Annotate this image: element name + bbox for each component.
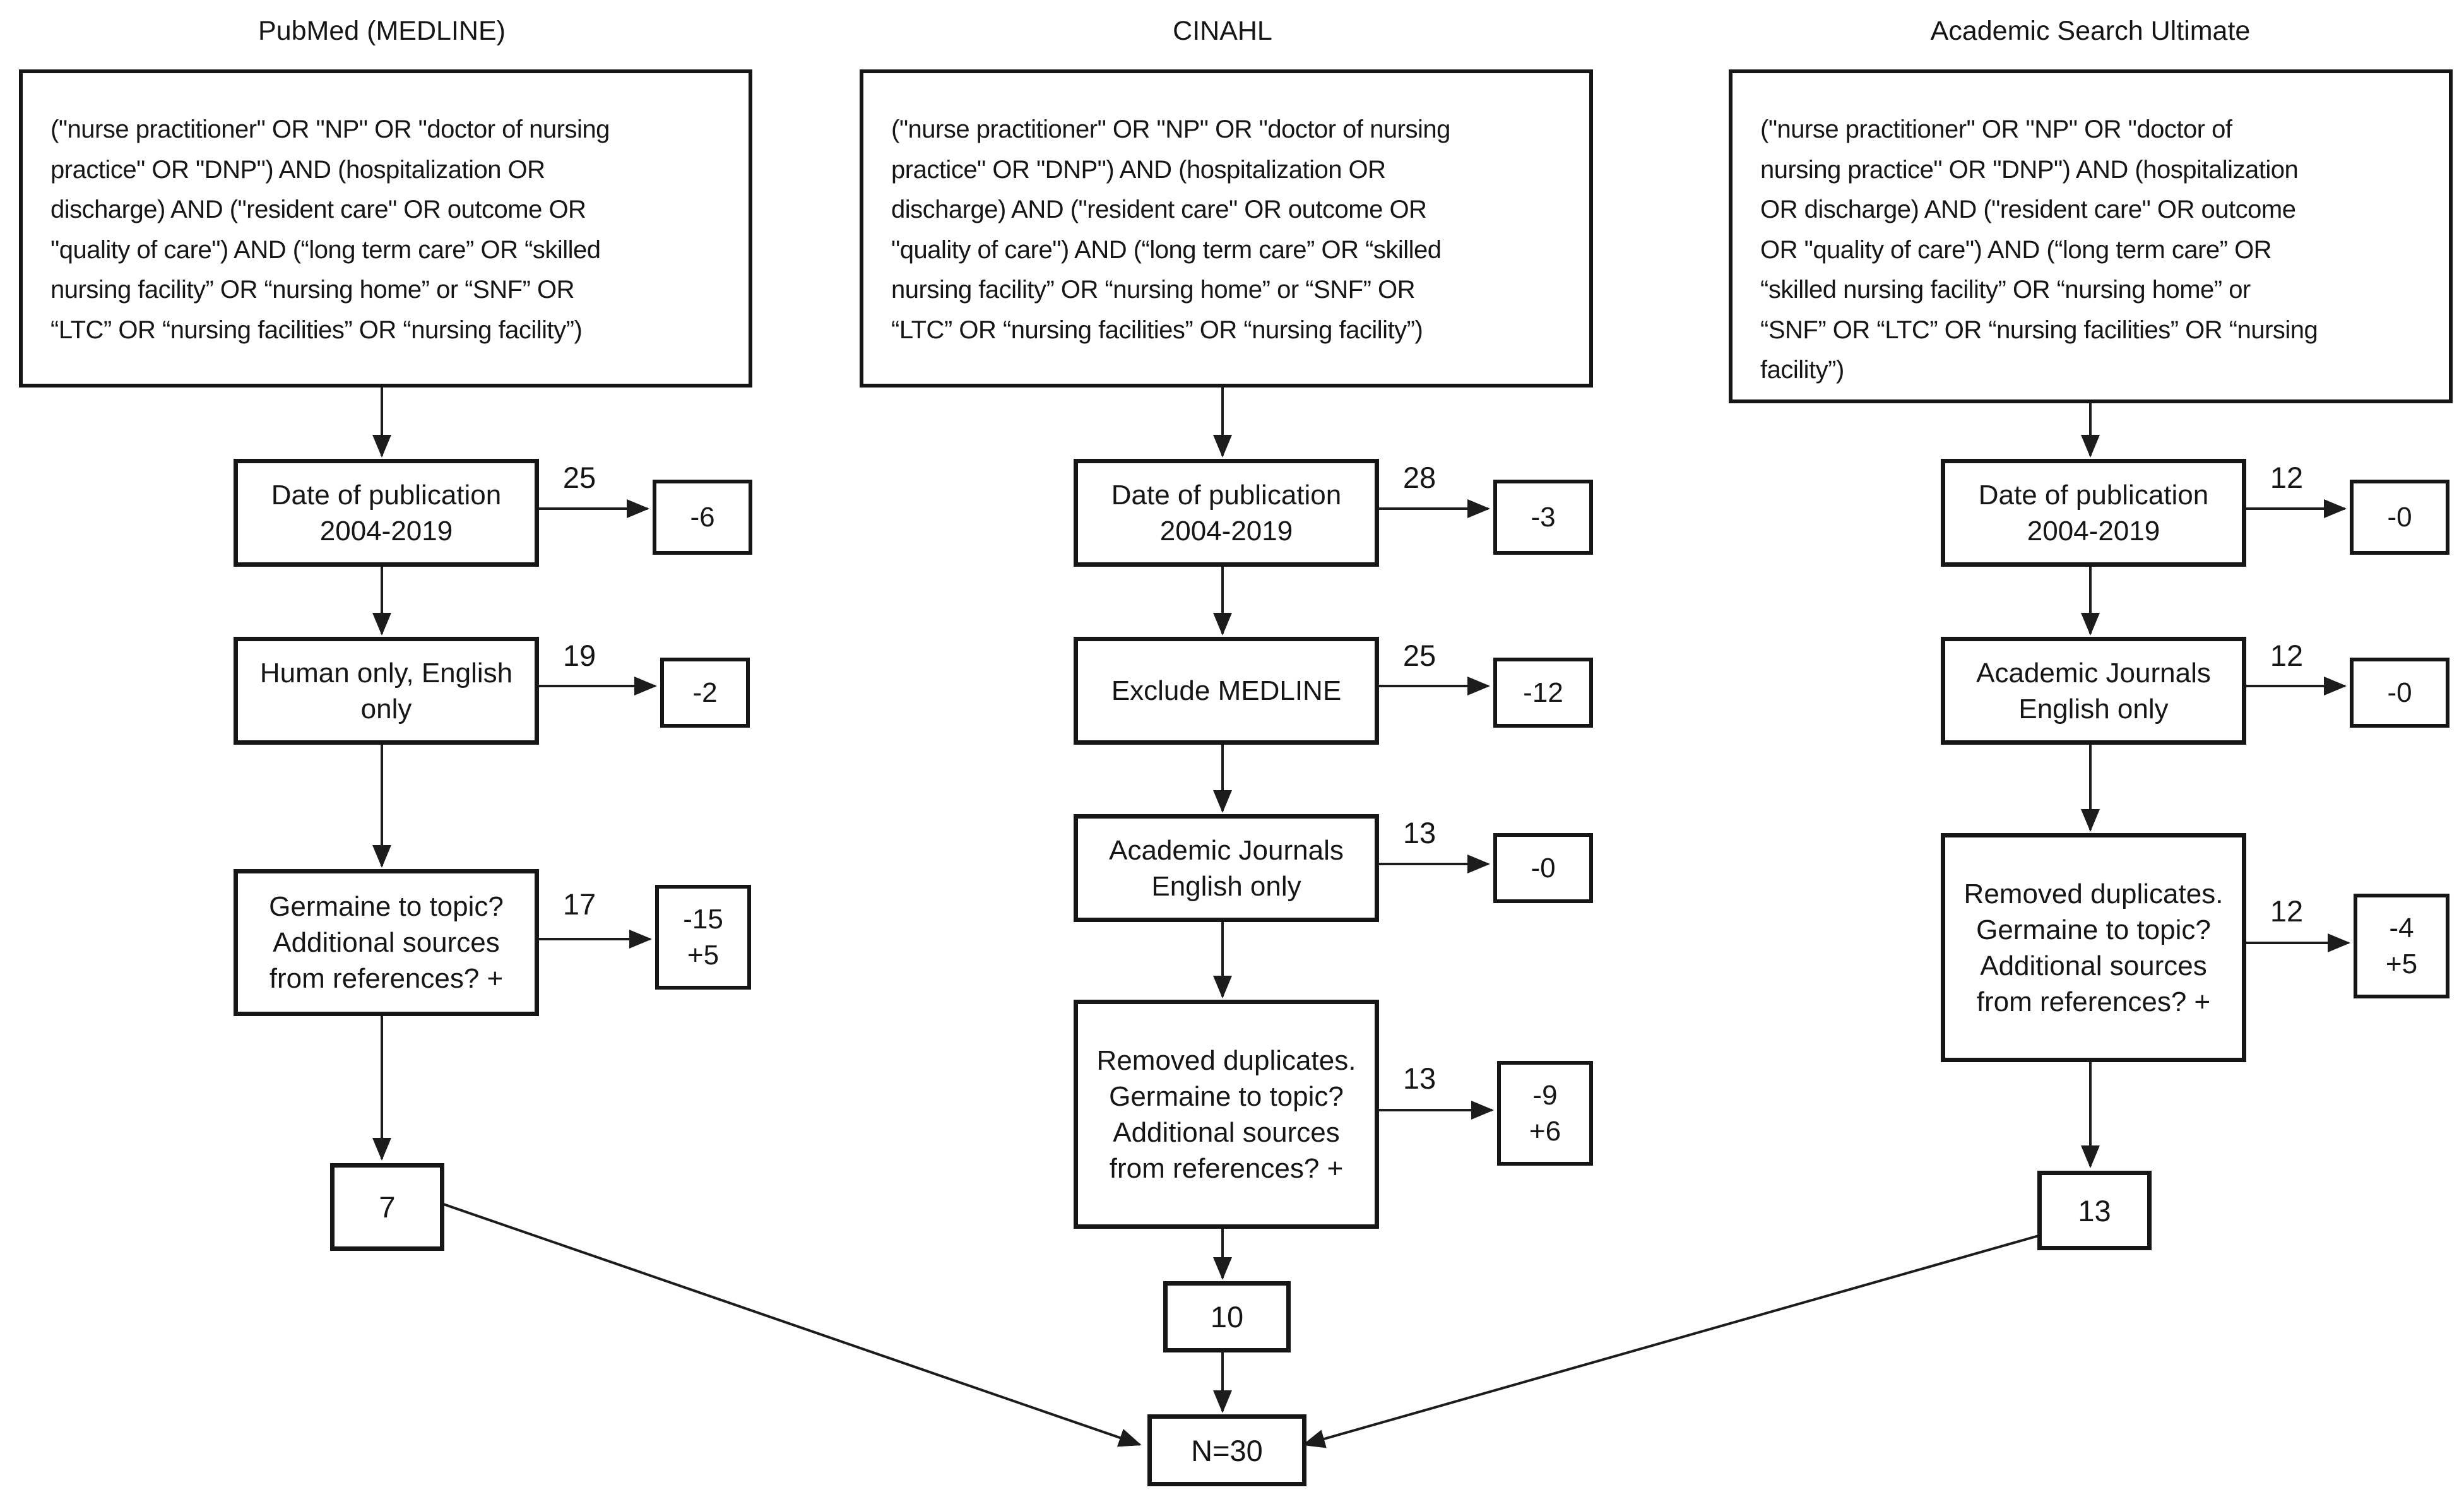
cinahl-step-date-of-publication: Date of publication 2004-2019: [1074, 459, 1379, 567]
pubmed-count-germaine: 17: [562, 887, 596, 921]
pubmed-step-date-of-publication: Date of publication 2004-2019: [234, 459, 539, 567]
pubmed-count-date: 25: [562, 461, 596, 494]
excluded-value: -0: [1531, 853, 1556, 884]
excluded-value: -6: [690, 502, 715, 533]
arrow-asu-result-to-total: [1302, 1234, 2039, 1448]
cinahl-count-duplicates: 13: [1402, 1062, 1436, 1095]
asu-step-date-of-publication: Date of publication 2004-2019: [1941, 459, 2246, 567]
step-label: Date of publication 2004-2019: [271, 479, 502, 547]
cinahl-result-box: 10: [1163, 1281, 1291, 1352]
excluded-value: -3: [1531, 502, 1556, 533]
excluded-value: -15 +5: [683, 904, 723, 971]
step-label: Academic Journals English only: [1109, 834, 1344, 902]
cinahl-count-exclude-medline: 25: [1402, 639, 1436, 672]
asu-count-duplicates: 12: [2270, 894, 2304, 928]
asu-excluded-date-box: -0: [2350, 480, 2449, 555]
cinahl-step-removed-duplicates: Removed duplicates. Germaine to topic? A…: [1074, 1000, 1379, 1229]
cinahl-excluded-journals-box: -0: [1493, 833, 1593, 903]
cinahl-query-box: ("nurse practitioner" OR "NP" OR "doctor…: [860, 69, 1593, 388]
pubmed-step-human-english-only: Human only, English only: [234, 637, 539, 745]
result-value: 7: [379, 1190, 396, 1224]
pubmed-count-human: 19: [562, 639, 596, 672]
excluded-value: -4 +5: [2385, 913, 2418, 979]
pubmed-step-germaine-to-topic: Germaine to topic? Additional sources fr…: [234, 869, 539, 1016]
pubmed-excluded-date-box: -6: [653, 480, 752, 555]
column-title-academic-search-ultimate: Academic Search Ultimate: [1930, 16, 2251, 46]
cinahl-count-journals: 13: [1402, 816, 1436, 849]
asu-count-date: 12: [2270, 461, 2304, 494]
excluded-value: -0: [2387, 502, 2412, 533]
excluded-value: -0: [2387, 677, 2412, 708]
cinahl-query-text: ("nurse practitioner" OR "NP" OR "doctor…: [891, 115, 1450, 344]
pubmed-excluded-human-box: -2: [660, 658, 750, 728]
arrow-pubmed-result-to-total: [437, 1201, 1142, 1447]
column-title-pubmed: PubMed (MEDLINE): [258, 16, 506, 46]
asu-query-box: ("nurse practitioner" OR "NP" OR "doctor…: [1729, 69, 2453, 403]
step-label: Germaine to topic? Additional sources fr…: [269, 891, 504, 994]
step-label: Academic Journals English only: [1976, 657, 2211, 725]
cinahl-step-academic-journals: Academic Journals English only: [1074, 814, 1379, 922]
step-label: Exclude MEDLINE: [1111, 675, 1342, 706]
step-label: Date of publication 2004-2019: [1978, 479, 2209, 547]
result-value: 10: [1210, 1300, 1244, 1334]
excluded-value: -12: [1523, 677, 1563, 708]
column-title-cinahl: CINAHL: [1173, 16, 1272, 46]
cinahl-count-date: 28: [1402, 461, 1436, 494]
asu-query-text: ("nurse practitioner" OR "NP" OR "doctor…: [1760, 115, 2318, 384]
cinahl-excluded-duplicates-box: -9 +6: [1497, 1061, 1593, 1166]
asu-result-box: 13: [2037, 1171, 2152, 1250]
asu-excluded-duplicates-box: -4 +5: [2354, 894, 2449, 998]
excluded-value: -9 +6: [1529, 1080, 1561, 1147]
step-label: Date of publication 2004-2019: [1111, 479, 1342, 547]
pubmed-query-text: ("nurse practitioner" OR "NP" OR "doctor…: [50, 115, 610, 344]
result-value: 13: [2078, 1193, 2111, 1228]
pubmed-excluded-germaine-box: -15 +5: [655, 885, 751, 990]
asu-count-journals: 12: [2270, 639, 2304, 672]
step-label: Removed duplicates. Germaine to topic? A…: [1964, 878, 2224, 1017]
pubmed-result-box: 7: [330, 1163, 444, 1251]
step-label: Removed duplicates. Germaine to topic? A…: [1096, 1044, 1356, 1184]
asu-step-removed-duplicates: Removed duplicates. Germaine to topic? A…: [1941, 833, 2246, 1062]
asu-step-academic-journals: Academic Journals English only: [1941, 637, 2246, 745]
asu-excluded-journals-box: -0: [2350, 658, 2449, 728]
total-value: N=30: [1191, 1433, 1263, 1467]
cinahl-excluded-date-box: -3: [1493, 480, 1593, 555]
excluded-value: -2: [692, 677, 718, 708]
pubmed-query-box: ("nurse practitioner" OR "NP" OR "doctor…: [19, 69, 752, 388]
total-box: N=30: [1147, 1414, 1306, 1486]
cinahl-excluded-medline-box: -12: [1493, 658, 1593, 728]
step-label: Human only, English only: [259, 657, 513, 725]
cinahl-step-exclude-medline: Exclude MEDLINE: [1074, 637, 1379, 745]
